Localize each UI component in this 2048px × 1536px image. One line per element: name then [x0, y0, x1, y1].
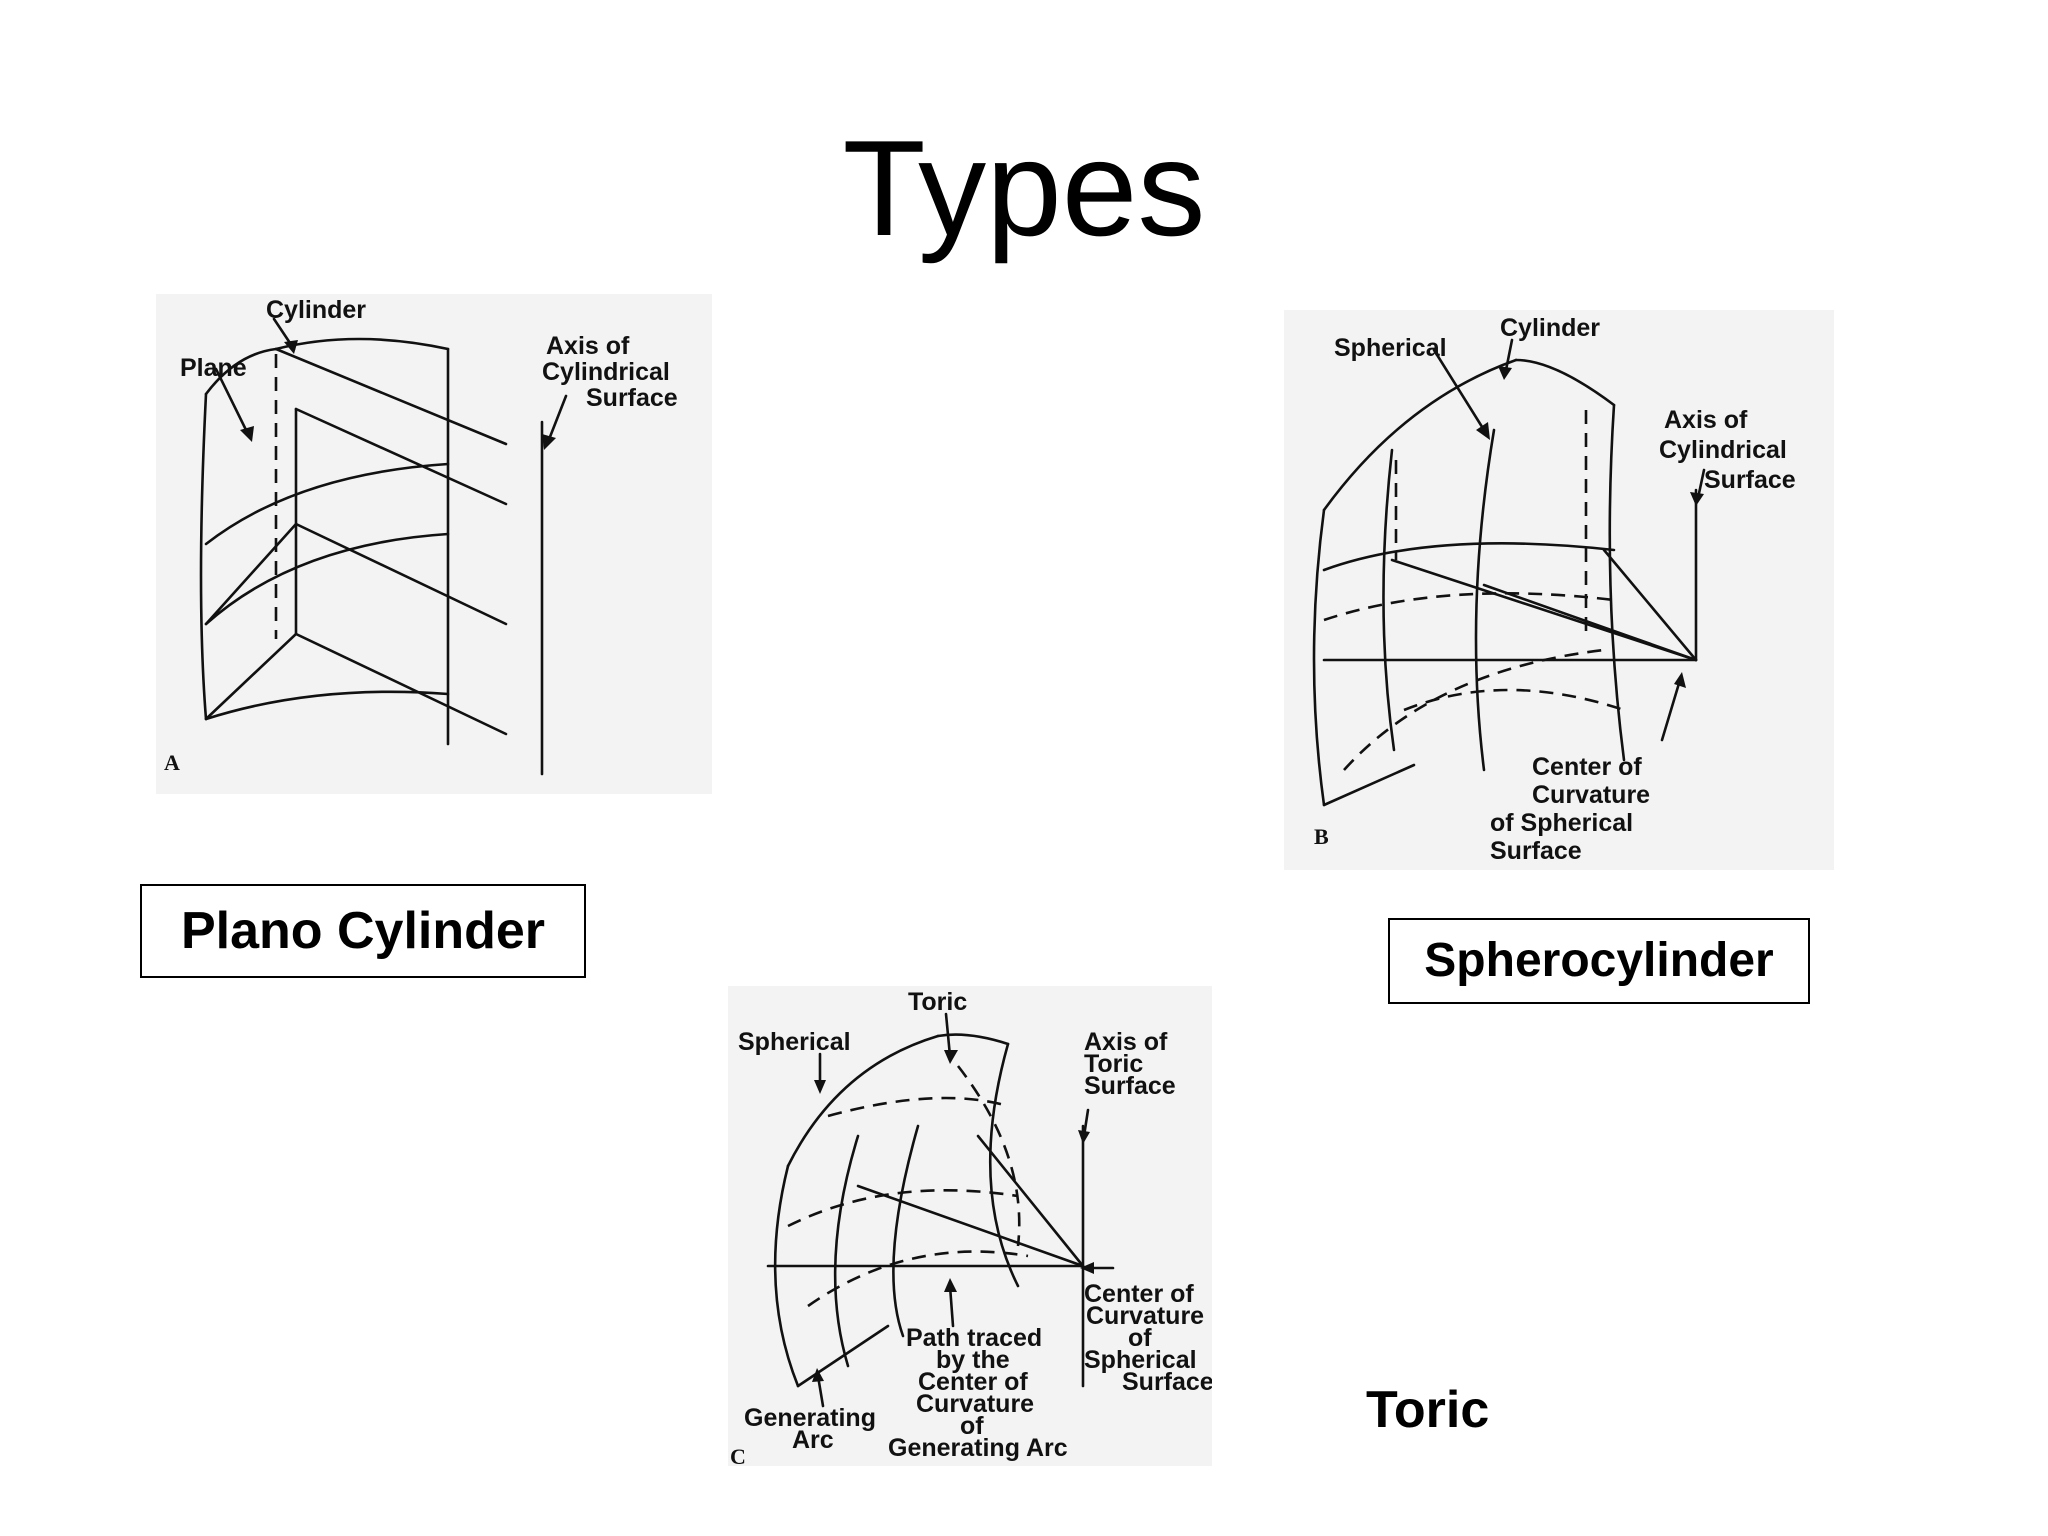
- outer-top-arc: [1322, 358, 1518, 512]
- figure-a-plano-cylinder: Cylinder Plane Axis of Cylindrical Surfa…: [156, 294, 712, 794]
- top-front-arc: [204, 347, 278, 396]
- left-front-arc: [199, 392, 208, 721]
- label-cylinder: Cylinder: [266, 296, 366, 324]
- diag-2: [204, 522, 298, 626]
- arrow-cylinder: [1504, 338, 1514, 372]
- label-path-1: Path traced: [906, 1324, 1042, 1352]
- hidden-arc-1: [1323, 592, 1615, 622]
- outer-arc-right: [936, 1033, 1010, 1046]
- arrow-center: [1660, 678, 1682, 742]
- plate-letter-b: B: [1314, 824, 1329, 849]
- top-back-arc: [274, 337, 450, 351]
- left-arc: [1312, 508, 1326, 807]
- hidden-arc-1: [787, 1189, 1019, 1228]
- label-axis-1: Axis of: [1084, 1028, 1168, 1056]
- back-upper-edge: [274, 347, 508, 446]
- label-cylinder: Cylinder: [1500, 314, 1600, 342]
- caption-toric: Toric: [1366, 1381, 1490, 1439]
- label-center-4: Spherical: [1084, 1346, 1197, 1374]
- diag-3: [294, 407, 508, 506]
- outer-top-right: [1514, 358, 1616, 407]
- figure-c-drawing: Toric Spherical Axis of Toric Surface Ce…: [730, 988, 1212, 1466]
- hidden-arc-2: [807, 1250, 1029, 1308]
- figure-a-drawing: Cylinder Plane Axis of Cylindrical Surfa…: [164, 296, 678, 776]
- bottom-left: [796, 1324, 890, 1388]
- label-gen-2: Arc: [792, 1426, 834, 1454]
- arrow-path: [948, 1284, 955, 1328]
- label-center-2: Curvature: [1532, 781, 1650, 809]
- label-center-4: Surface: [1490, 837, 1582, 865]
- left-bottom: [204, 632, 298, 721]
- label-toric: Toric: [908, 988, 967, 1016]
- label-axis-2: Cylindrical: [1659, 436, 1787, 464]
- figure-b-drawing: Spherical Cylinder Axis of Cylindrical S…: [1312, 314, 1796, 865]
- label-path-4: Curvature: [916, 1390, 1034, 1418]
- mid-arc: [1322, 542, 1616, 572]
- inner-arc-1: [833, 1134, 860, 1368]
- hidden-arc-3: [1403, 688, 1625, 712]
- slide-title: Types: [842, 112, 1206, 264]
- inner-arc-2: [1474, 428, 1496, 772]
- label-axis-1: Axis of: [1664, 406, 1748, 434]
- arrow-plane: [214, 367, 250, 436]
- inner-arc-2: [892, 1124, 920, 1338]
- label-center-1: Center of: [1084, 1280, 1194, 1308]
- label-center-2: Curvature: [1086, 1302, 1204, 1330]
- plate-letter-a: A: [164, 750, 180, 775]
- bottom-left: [1322, 763, 1416, 807]
- arrow-axis: [546, 394, 568, 444]
- label-spherical: Spherical: [738, 1028, 851, 1056]
- hidden-arc-2: [1343, 648, 1605, 771]
- figure-b-spherocylinder: Spherical Cylinder Axis of Cylindrical S…: [1284, 310, 1834, 870]
- diag-2: [976, 1134, 1085, 1268]
- diag-1: [294, 522, 508, 626]
- label-axis-3: Surface: [1084, 1072, 1176, 1100]
- outer-arc: [786, 1034, 940, 1168]
- label-path-2: by the: [936, 1346, 1010, 1374]
- caption-spherocylinder: Spherocylinder: [1388, 918, 1810, 1004]
- label-path-6: Generating Arc: [888, 1434, 1068, 1462]
- label-center-3: of: [1128, 1324, 1152, 1352]
- caption-plano-cylinder: Plano Cylinder: [140, 884, 586, 978]
- label-path-5: of: [960, 1412, 984, 1440]
- label-center-3: of Spherical: [1490, 809, 1633, 837]
- label-axis-2: Cylindrical: [542, 358, 670, 386]
- right-arc: [1608, 403, 1626, 762]
- middle-arc-2: [204, 532, 450, 626]
- left-arc: [773, 1164, 800, 1388]
- label-path-3: Center of: [918, 1368, 1028, 1396]
- label-spherical: Spherical: [1334, 334, 1447, 362]
- diag-c: [1602, 548, 1698, 662]
- right-arc: [988, 1042, 1020, 1288]
- label-plane: Plane: [180, 354, 247, 382]
- plate-letter-c: C: [730, 1444, 746, 1466]
- bottom-edge: [204, 690, 450, 721]
- label-axis-3: Surface: [1704, 466, 1796, 494]
- label-axis-2: Toric: [1084, 1050, 1143, 1078]
- figure-c-toric: Toric Spherical Axis of Toric Surface Ce…: [728, 986, 1212, 1466]
- hidden-arc-4: [956, 1065, 1021, 1247]
- label-center-5: Surface: [1122, 1368, 1212, 1396]
- label-gen-1: Generating: [744, 1404, 876, 1432]
- diag-1: [856, 1184, 1085, 1268]
- back-bottom: [294, 632, 508, 736]
- label-axis-3: Surface: [586, 384, 678, 412]
- arrow-toric: [944, 1012, 952, 1058]
- arrow-spherical: [1432, 348, 1486, 432]
- inner-arc-1: [1382, 448, 1396, 752]
- label-center-1: Center of: [1532, 753, 1642, 781]
- middle-arc-1: [204, 462, 450, 546]
- label-axis-1: Axis of: [546, 332, 630, 360]
- hidden-arc-3: [827, 1096, 1009, 1118]
- diag-b: [1482, 583, 1698, 662]
